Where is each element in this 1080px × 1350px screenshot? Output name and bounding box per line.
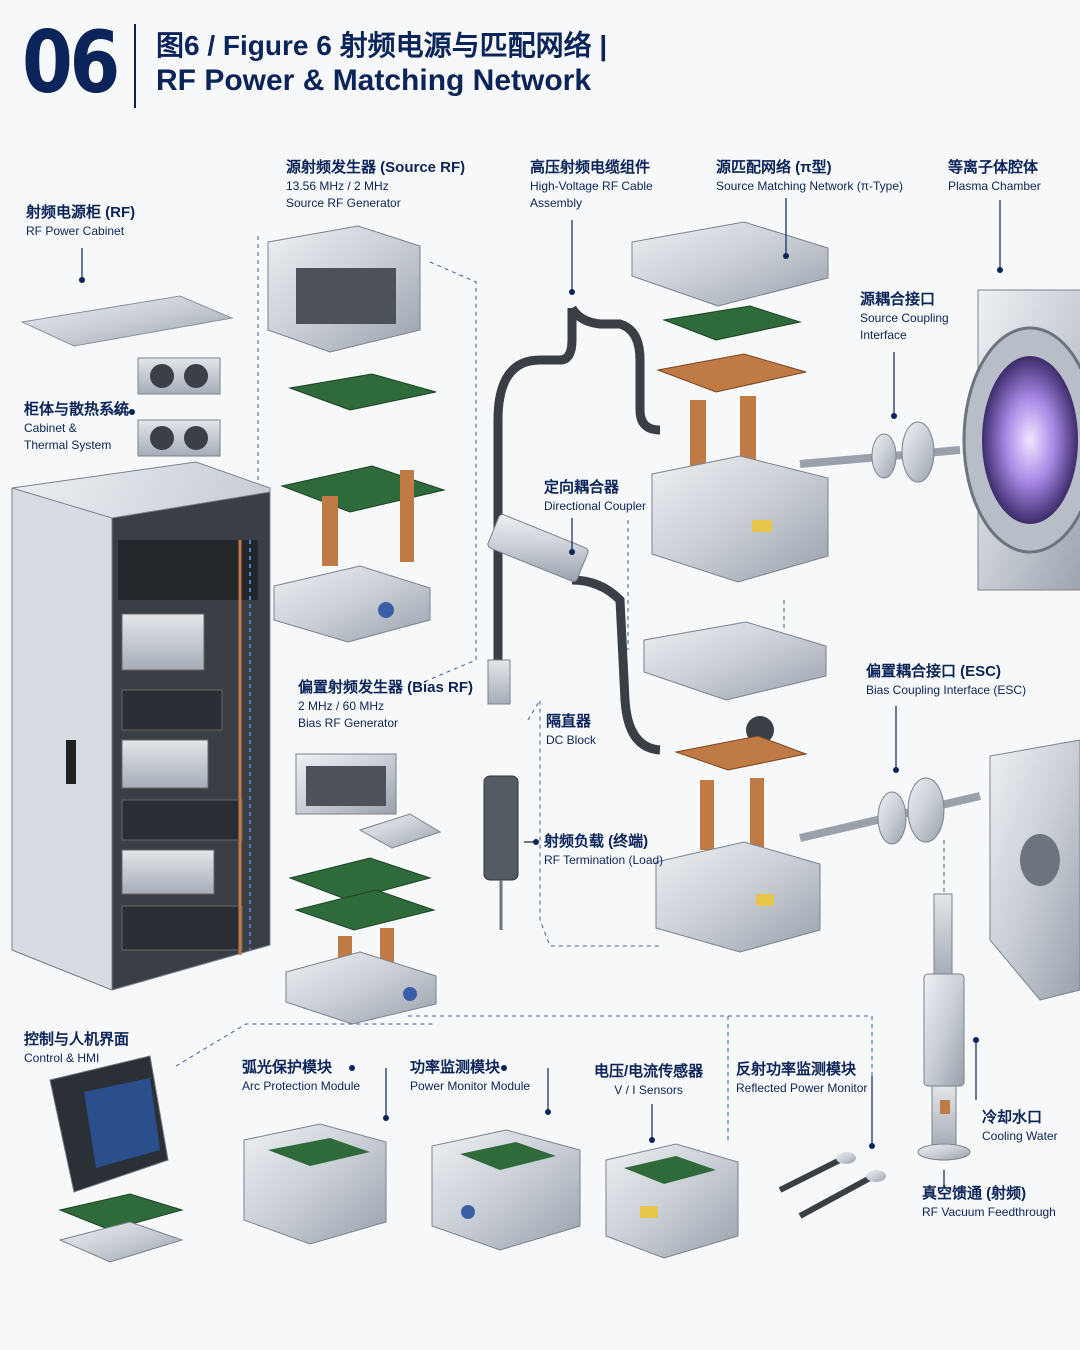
label-en: Reflected Power Monitor: [736, 1081, 868, 1095]
label-en: Plasma Chamber: [948, 179, 1041, 193]
label-rf-feedthrough: 真空馈通 (射频) RF Vacuum Feedthrough: [922, 1184, 1056, 1221]
label-hv-rf-cable: 高压射频电缆组件 High-Voltage RF Cable Assembly: [530, 158, 653, 212]
header-divider: [134, 24, 136, 108]
rf-vacuum-feedthrough: [917, 893, 971, 1161]
label-en2: Bias RF Generator: [298, 716, 399, 730]
label-en: Cabinet &: [24, 421, 77, 435]
source-matching-network: [631, 221, 829, 583]
dc-block-body: [487, 659, 511, 705]
label-en: Power Monitor Module: [410, 1079, 531, 1093]
label-cn: 偏置射频发生器 (Bias RF): [298, 679, 474, 696]
dashed-connectors: [175, 236, 945, 1140]
label-source-matching-network: 源匹配网络 (π型) Source Matching Network (π-Ty…: [716, 158, 903, 195]
label-cn: 功率监测模块: [410, 1059, 501, 1076]
label-en: Source Matching Network (π-Type): [716, 179, 904, 193]
hv-rf-cable-assembly: [483, 305, 661, 930]
label-en: Arc Protection Module: [242, 1079, 361, 1093]
bias-rf-generator: [285, 753, 442, 1025]
label-cn: 源射频发生器 (Source RF): [286, 159, 466, 176]
cabinet-top-lid: [20, 295, 234, 347]
label-cn: 电压/电流传感器: [594, 1063, 704, 1080]
label-en: DC Block: [546, 733, 597, 747]
label-power-monitor: 功率监测模块 Power Monitor Module: [410, 1058, 530, 1095]
bias-matching-network: [643, 621, 827, 953]
plasma-chamber: [962, 289, 1080, 591]
label-cabinet-thermal: 柜体与散热系统 Cabinet & Thermal System: [24, 400, 129, 454]
label-en: High-Voltage RF Cable: [530, 179, 653, 193]
label-arc-protection: 弧光保护模块 Arc Protection Module: [242, 1058, 360, 1095]
label-cn: 源匹配网络 (π型): [716, 159, 832, 176]
label-cn: 反射功率监测模块: [736, 1061, 857, 1078]
label-vi-sensors: 电压/电流传感器 V / I Sensors: [594, 1062, 703, 1099]
plasma-glow: [982, 356, 1078, 524]
directional-coupler-body: [487, 514, 589, 582]
leader-lines: [81, 198, 1001, 1186]
label-cn: 定向耦合器: [544, 479, 620, 496]
bias-coupling-flange: [799, 777, 981, 845]
label-en: RF Termination (Load): [544, 853, 664, 867]
label-rf-termination: 射频负载 (终端) RF Termination (Load): [544, 832, 663, 869]
figure-title-cn: 图6 / Figure 6 射频电源与匹配网络 |: [156, 30, 608, 61]
figure-number: 06: [22, 13, 120, 113]
label-en: Source Coupling: [860, 311, 949, 325]
rf-termination-body: [483, 775, 519, 881]
label-cooling-water: 冷却水口 Cooling Water: [982, 1108, 1058, 1145]
label-en2: Thermal System: [24, 438, 112, 452]
label-en2: Source RF Generator: [286, 196, 401, 210]
label-cn: 柜体与散热系统: [24, 401, 130, 418]
figure-title-en: RF Power & Matching Network: [156, 64, 592, 97]
label-cn: 隔直器: [546, 713, 592, 730]
label-dc-block: 隔直器 DC Block: [546, 712, 596, 749]
esc-chamber: [989, 739, 1080, 1001]
label-plasma-chamber: 等离子体腔体 Plasma Chamber: [948, 158, 1041, 195]
label-en: Bias Coupling Interface (ESC): [866, 683, 1027, 697]
figure-header: 06 图6 / Figure 6 射频电源与匹配网络 | RF Power & …: [22, 18, 1062, 110]
label-rf-power-cabinet: 射频电源柜 (RF) RF Power Cabinet: [26, 203, 135, 240]
reflected-power-sensors: [778, 1152, 886, 1219]
label-en2: Interface: [860, 328, 907, 342]
label-source-coupling: 源耦合接口 Source Coupling Interface: [860, 290, 949, 344]
source-coupling-flange: [799, 421, 961, 483]
leader-dots: [79, 253, 1003, 1149]
source-rf-generator: [267, 225, 446, 643]
label-control-hmi: 控制与人机界面 Control & HMI: [24, 1030, 129, 1067]
arc-protection-module-unit: [243, 1123, 387, 1245]
label-cn: 真空馈通 (射频): [922, 1185, 1027, 1202]
rf-power-cabinet: [11, 295, 271, 991]
label-en: RF Vacuum Feedthrough: [922, 1205, 1056, 1219]
label-en: Directional Coupler: [544, 499, 647, 513]
label-en: 13.56 MHz / 2 MHz: [286, 179, 389, 193]
label-cn: 射频负载 (终端): [544, 833, 649, 850]
cabinet-fan-unit: [137, 357, 221, 457]
label-en: 2 MHz / 60 MHz: [298, 699, 385, 713]
label-cn: 偏置耦合接口 (ESC): [866, 663, 1002, 680]
control-hmi-unit: [49, 1055, 184, 1263]
label-cn: 控制与人机界面: [24, 1031, 130, 1048]
cabinet-internal-modules: [118, 540, 258, 955]
power-monitor-module-unit: [431, 1129, 581, 1251]
label-en2: Assembly: [530, 196, 583, 210]
label-cn: 源耦合接口: [860, 291, 936, 308]
label-cn: 射频电源柜 (RF): [26, 204, 136, 221]
label-reflected-power: 反射功率监测模块 Reflected Power Monitor: [736, 1060, 867, 1097]
label-en: V / I Sensors: [614, 1083, 683, 1097]
label-directional-coupler: 定向耦合器 Directional Coupler: [544, 478, 646, 515]
label-source-rf-generator: 源射频发生器 (Source RF) 13.56 MHz / 2 MHz Sou…: [286, 158, 465, 212]
vi-sensors-unit: [605, 1143, 739, 1259]
label-en: Cooling Water: [982, 1129, 1058, 1143]
label-en: Control & HMI: [24, 1051, 100, 1065]
label-bias-rf-generator: 偏置射频发生器 (Bias RF) 2 MHz / 60 MHz Bias RF…: [298, 678, 473, 732]
label-cn: 高压射频电缆组件: [530, 159, 651, 176]
label-en: RF Power Cabinet: [26, 224, 125, 238]
label-bias-coupling: 偏置耦合接口 (ESC) Bias Coupling Interface (ES…: [866, 662, 1026, 699]
label-cn: 冷却水口: [982, 1109, 1043, 1126]
label-cn: 弧光保护模块: [242, 1059, 333, 1076]
label-cn: 等离子体腔体: [948, 159, 1039, 176]
